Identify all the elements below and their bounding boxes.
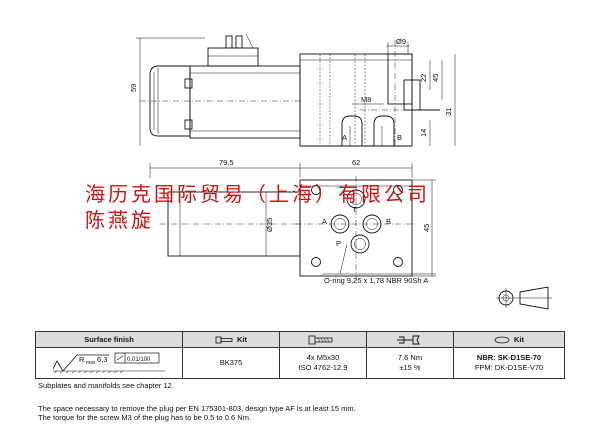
header-screw [279, 331, 367, 348]
surface-finish-symbol: R max 6,3 0,01/100 [52, 352, 165, 373]
dim-dia35: Ø35 [265, 218, 274, 232]
dim-dia9: Ø9 [396, 37, 406, 46]
header-torque [366, 331, 454, 348]
side-view: Ø9 22 45 31 14 M8 59 A B [129, 33, 456, 147]
projection-symbol [496, 286, 552, 310]
plan-view: 79,5 62 Ø35 A B P T 45 [149, 158, 436, 285]
spec-table-header: Surface finish Kit Kit [35, 331, 565, 348]
note-plug-torque: The torque for the screw M3 of the plug … [38, 413, 252, 422]
dim-45-right: 45 [422, 224, 431, 232]
torque-spec: 7.6 Nm±15 % [366, 347, 454, 379]
header-seal-kit: Kit [453, 331, 565, 348]
port-label-b-plan: B [386, 217, 391, 226]
note-plug-space: The space necessary to remove the plug p… [38, 404, 356, 413]
surface-finish-cell: R max 6,3 0,01/100 [35, 347, 183, 379]
header-surface-finish: Surface finish [35, 331, 183, 348]
dim-14: 14 [419, 129, 428, 137]
port-label-a-plan: A [322, 217, 327, 226]
flatness-value: 0,01/100 [127, 357, 151, 363]
port-label-a-side: A [342, 133, 347, 142]
watermark-name: 陈燕旋 [85, 208, 154, 232]
svg-text:max: max [86, 360, 96, 366]
dim-62: 62 [352, 158, 360, 167]
watermark-company: 海历克国际贸易（上海）有限公司 [85, 182, 430, 206]
note-subplates: Subplates and manifolds see chapter 12. [38, 381, 174, 390]
header-kit: Kit [182, 331, 280, 348]
spec-table: Surface finish Kit Kit R max 6,3 0,01/10… [35, 331, 565, 379]
dim-45-top: 45 [431, 74, 440, 82]
port-label-p-plan: P [336, 239, 341, 248]
technical-drawing: Ø9 22 45 31 14 M8 59 A B 79,5 62 Ø35 [129, 33, 552, 310]
oring-label: O-ring 9,25 x 1,78 NBR 90Sh A [324, 276, 428, 285]
dim-22: 22 [419, 74, 428, 82]
wrench-icon [397, 335, 420, 344]
dim-79-5: 79,5 [219, 158, 234, 167]
dim-59: 59 [129, 84, 138, 92]
screw-kit-icon [215, 336, 233, 344]
port-label-b-side: B [397, 133, 402, 142]
oring-icon [494, 336, 510, 344]
kit-code: BK375 [182, 347, 280, 379]
screw-icon [308, 335, 333, 344]
port-label-t-plan: T [352, 205, 357, 214]
roughness-value: 6,3 [97, 355, 107, 364]
dim-m8: M8 [361, 95, 371, 104]
svg-text:R: R [79, 355, 85, 364]
dim-31: 31 [444, 108, 453, 116]
